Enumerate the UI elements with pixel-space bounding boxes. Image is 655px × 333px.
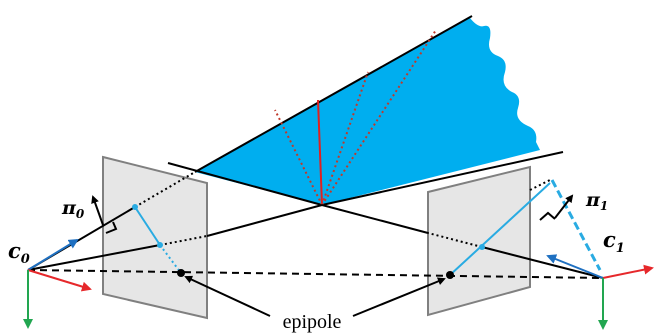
ray-c0-to-point-dotted: [134, 171, 196, 208]
c0-axis-red: [27, 269, 92, 292]
label-pi1: π1: [585, 189, 608, 213]
c1-axis-red: [602, 264, 654, 279]
image-point-right: [479, 244, 485, 250]
image-plane-right: [427, 165, 531, 317]
epipole-pointer-left: [184, 275, 271, 317]
plane-top-edge: [194, 15, 473, 173]
ray-c0-to-apex-2: [206, 204, 323, 237]
red-ray-solid: [317, 99, 323, 206]
normal-arrow-pi0: [91, 195, 104, 226]
label-epipole: epipole: [283, 311, 342, 333]
ray-c1-to-apex-dotted: [427, 232, 483, 248]
label-c1: c1: [603, 227, 625, 256]
epipolar-line-left: [134, 206, 161, 246]
normal-arrow-pi1: [554, 194, 574, 219]
right-angle-mark-pi1: [539, 211, 556, 221]
right-dashed-edge: [550, 179, 602, 271]
c0-axis-blue: [27, 238, 79, 271]
image-point-left: [132, 204, 138, 210]
ray-right-extension-dotted: [529, 179, 551, 191]
label-c0: c0: [8, 238, 30, 267]
ray-c0-to-apex: [27, 244, 161, 271]
ray-c1-to-apex-2: [321, 204, 429, 234]
ray-c1-to-apex: [481, 246, 604, 279]
epipolar-plane: [195, 18, 540, 205]
right-angle-mark-pi0: [105, 221, 118, 234]
plane-left-edge: [167, 162, 323, 206]
epipole-pointer-right: [352, 277, 446, 317]
epipolar-line-right: [449, 182, 551, 276]
epipolar-line-left-dotted: [159, 244, 182, 274]
plane-right-edge: [321, 151, 564, 206]
epipole-right: [446, 271, 454, 279]
epipole-left: [177, 269, 185, 277]
c1-axis-blue: [546, 254, 604, 279]
epipolar-point-left-mid: [157, 242, 163, 248]
red-ray-dotted-2: [321, 71, 369, 206]
label-pi0: π0: [61, 197, 85, 221]
